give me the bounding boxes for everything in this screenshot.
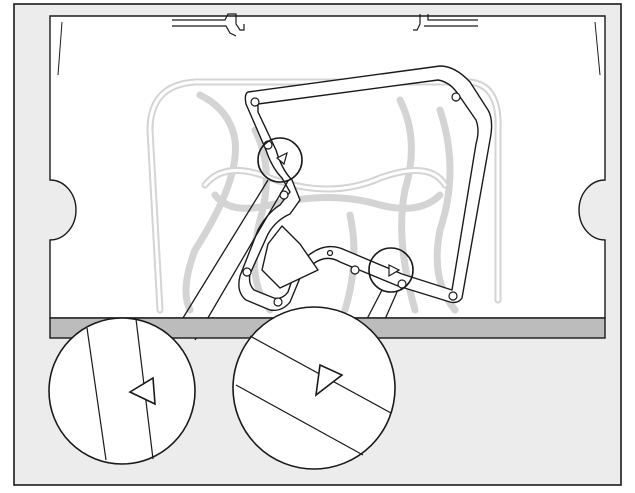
filter-frame: [238, 65, 493, 312]
detail-circle-right: [232, 306, 396, 470]
small-callout-circle-left: [257, 137, 303, 183]
cavity-perspective-lines: [57, 21, 601, 76]
small-callout-circle-right: [368, 247, 414, 293]
oven-cavity-outline: [49, 15, 606, 319]
small-triangle-marker-right: [388, 264, 401, 278]
right-detail-marker: [314, 363, 344, 397]
left-detail-marker: [128, 376, 156, 406]
heating-element-ghost-inner: [148, 80, 500, 312]
top-rail-hooks: [172, 13, 478, 37]
small-triangle-marker-left: [275, 151, 288, 166]
detail-circle-left: [48, 317, 196, 465]
